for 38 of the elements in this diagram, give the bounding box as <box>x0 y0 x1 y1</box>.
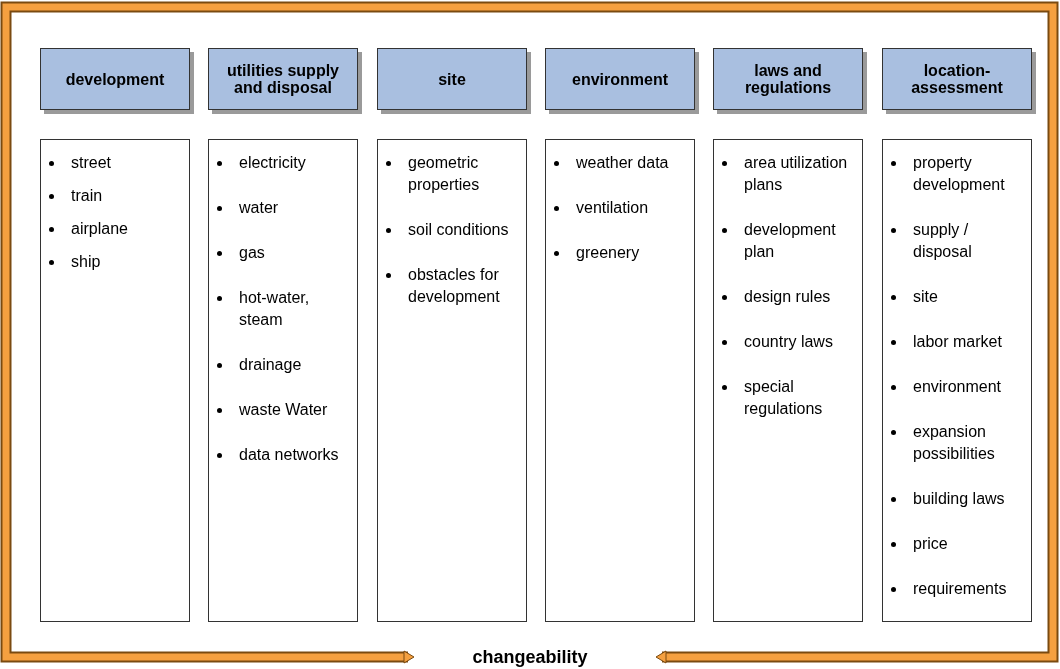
bullet-item: geometric properties <box>384 152 520 196</box>
bullet-item: obstacles for development <box>384 264 520 308</box>
bullet-item: soil conditions <box>384 219 520 241</box>
bullet-item: ventilation <box>552 197 688 219</box>
bullet-item: gas <box>215 242 351 264</box>
list-panel <box>545 139 695 622</box>
bullet-item: site <box>889 286 1025 308</box>
bullet-item: country laws <box>720 331 856 353</box>
bullet-item: building laws <box>889 488 1025 510</box>
bullet-item: ship <box>47 251 183 273</box>
bullet-item: data networks <box>215 444 351 466</box>
bullet-item: waste Water <box>215 399 351 421</box>
list-panel <box>882 139 1032 622</box>
bullet-item: supply / disposal <box>889 219 1025 263</box>
bullet-item: airplane <box>47 218 183 240</box>
bullet-item: price <box>889 533 1025 555</box>
bullet-item: weather data <box>552 152 688 174</box>
bullet-item: hot-water, steam <box>215 287 351 331</box>
bullet-item: electricity <box>215 152 351 174</box>
bullet-item: drainage <box>215 354 351 376</box>
bullet-item: design rules <box>720 286 856 308</box>
bullet-item: requirements <box>889 578 1025 600</box>
list-panel <box>713 139 863 622</box>
bullet-item: property development <box>889 152 1025 196</box>
bullet-item: greenery <box>552 242 688 264</box>
bullet-item: development plan <box>720 219 856 263</box>
bullet-item: expansion possibilities <box>889 421 1025 465</box>
bullet-item: special regulations <box>720 376 856 420</box>
bullet-item: labor market <box>889 331 1025 353</box>
list-panel <box>208 139 358 622</box>
list-panel <box>377 139 527 622</box>
frame-title: changeability <box>472 647 588 668</box>
bullet-item: water <box>215 197 351 219</box>
bullet-item: environment <box>889 376 1025 398</box>
bullet-item: area utilization plans <box>720 152 856 196</box>
list-panel <box>40 139 190 622</box>
bullet-item: train <box>47 185 183 207</box>
bullet-item: street <box>47 152 183 174</box>
